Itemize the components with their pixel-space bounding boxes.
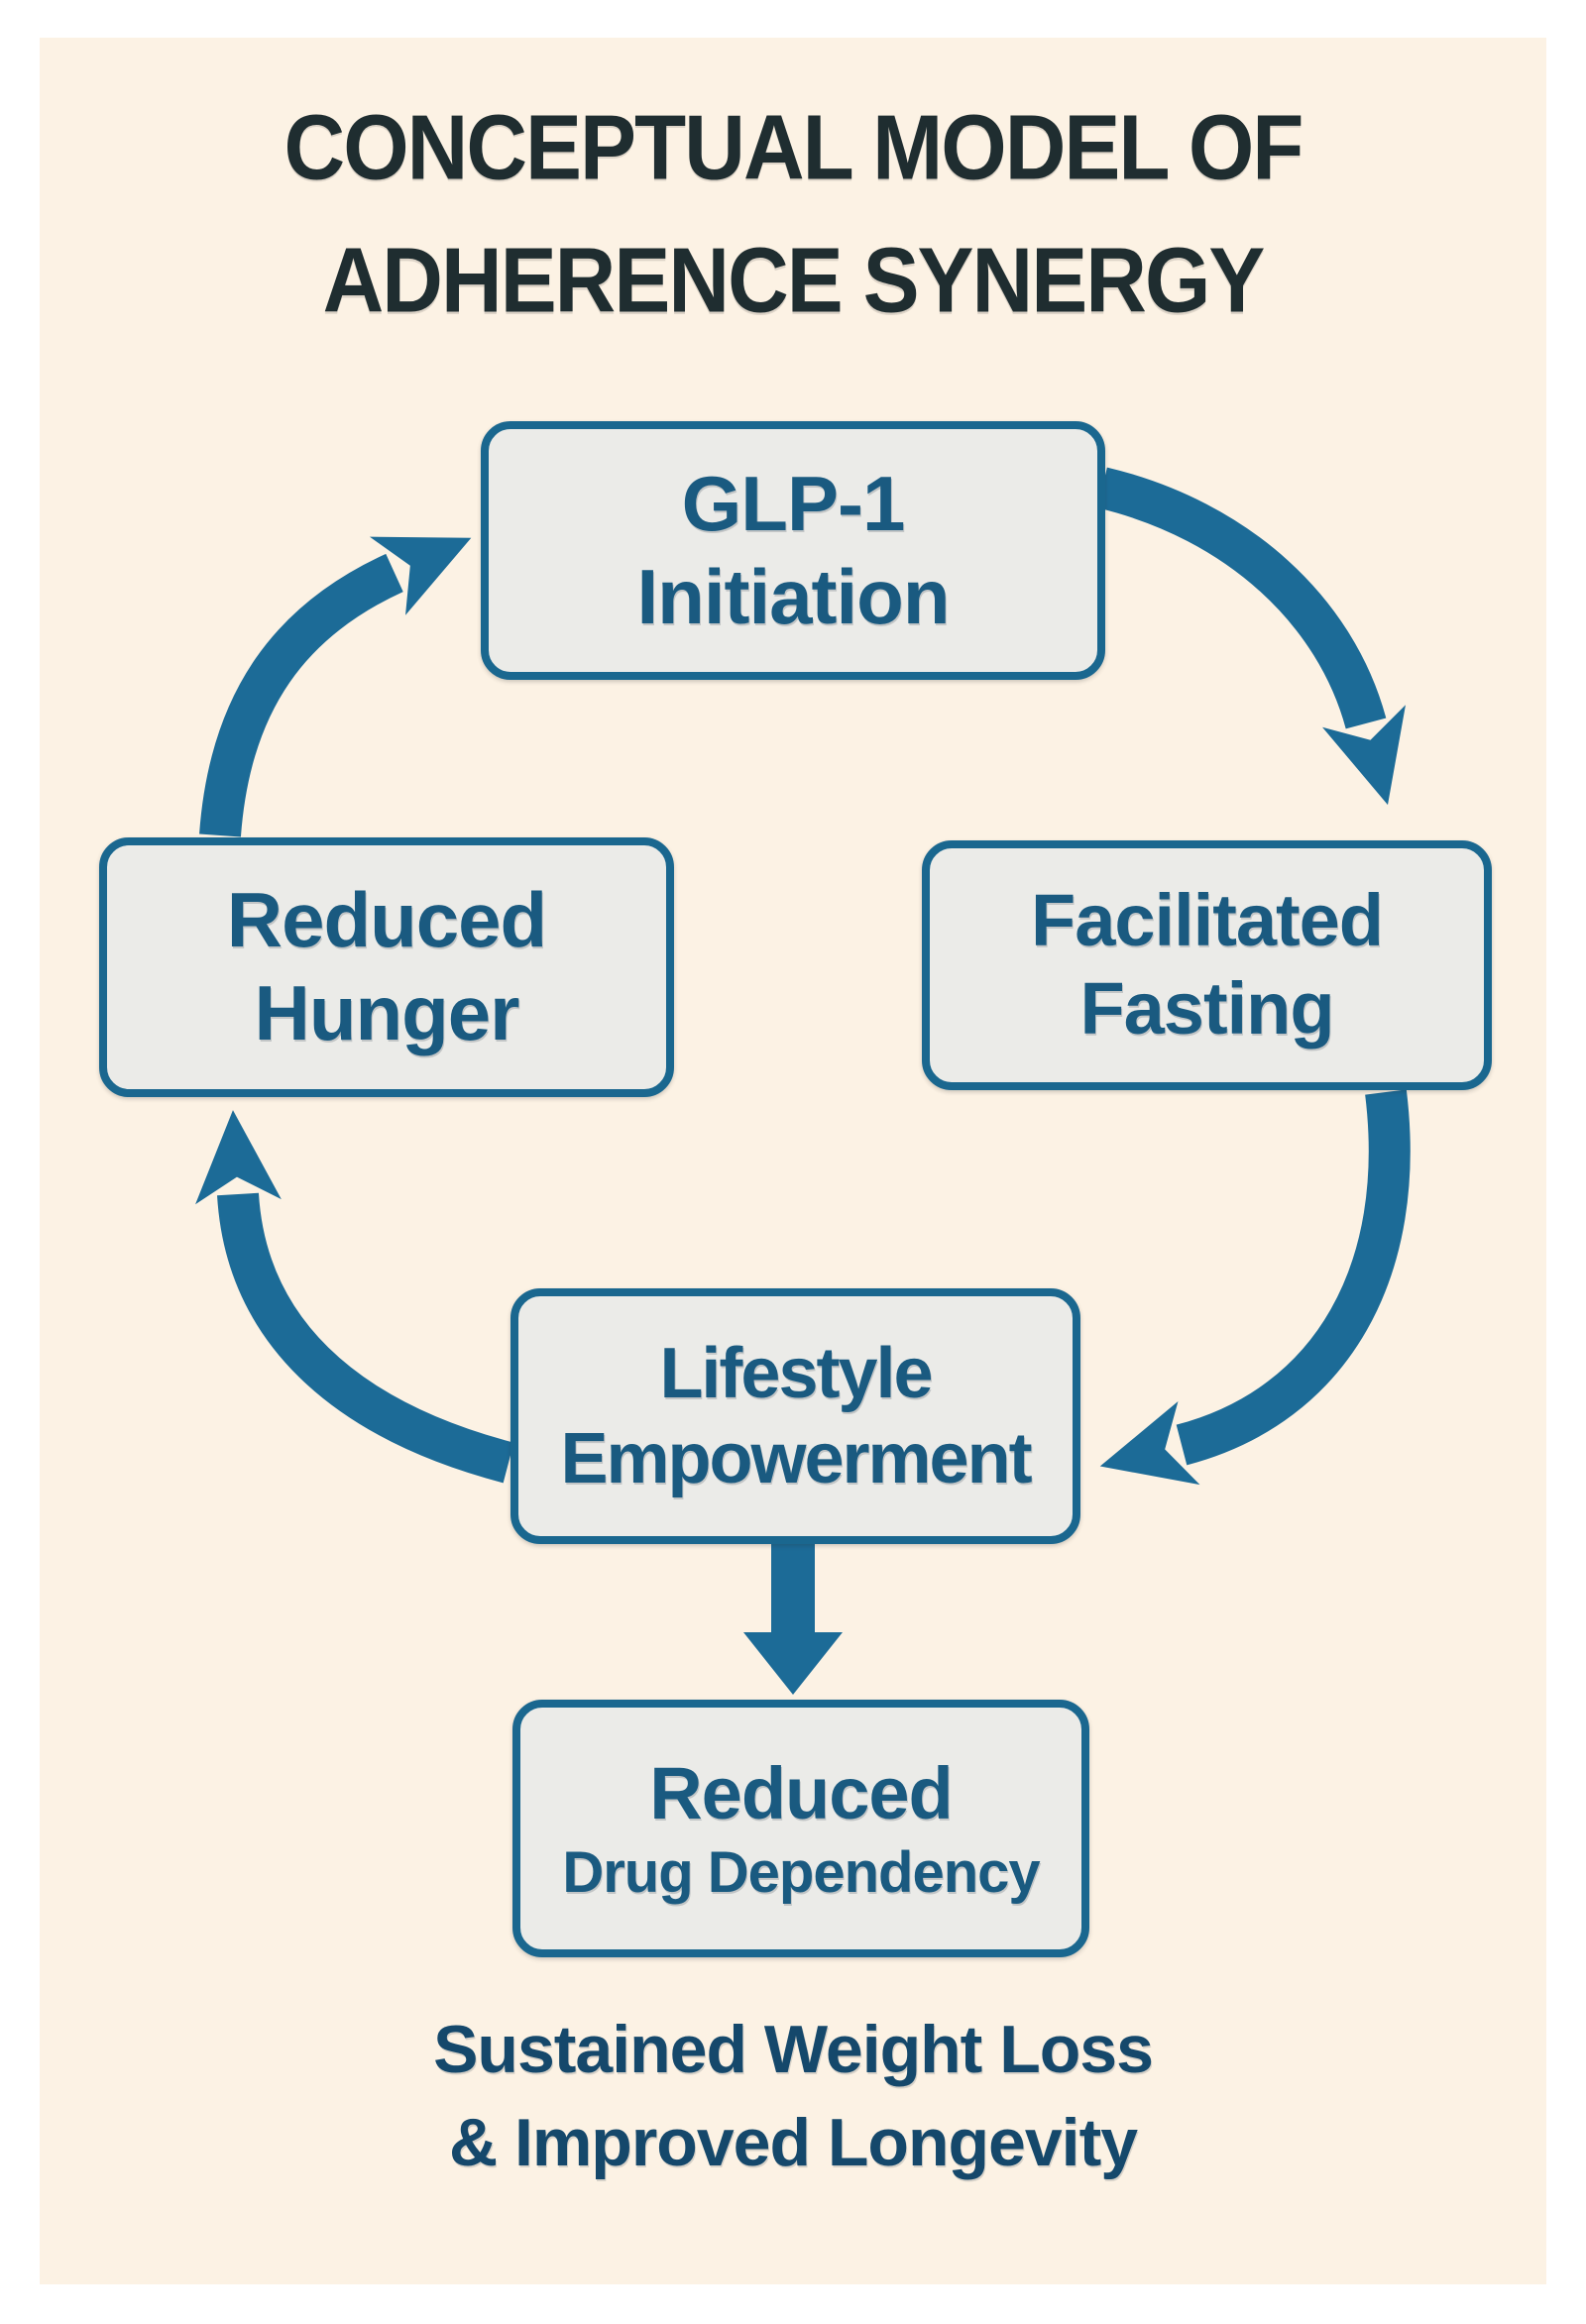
node-lifestyle-line-1: Lifestyle <box>659 1333 933 1413</box>
node-hunger-line-2: Hunger <box>254 969 520 1056</box>
node-dependency-line-1: Reduced <box>649 1751 954 1834</box>
arrow-lifestyle-to-dependency-icon <box>743 1540 843 1695</box>
node-facilitated-fasting: Facilitated Fasting <box>922 840 1492 1090</box>
node-fasting-line-2: Fasting <box>1079 967 1334 1050</box>
outcome-line-2: & Improved Longevity <box>448 2104 1138 2180</box>
node-glp1-initiation: GLP-1 Initiation <box>481 421 1105 680</box>
arrow-glp1-to-fasting-icon <box>1097 467 1406 806</box>
node-reduced-hunger: Reduced Hunger <box>99 837 674 1097</box>
node-hunger-line-1: Reduced <box>226 876 547 964</box>
node-reduced-drug-dependency: Reduced Drug Dependency <box>512 1700 1089 1957</box>
node-dependency-line-2: Drug Dependency <box>562 1839 1040 1905</box>
title-line-2: ADHERENCE SYNERGY <box>322 228 1266 332</box>
diagram-title: CONCEPTUAL MODEL OF ADHERENCE SYNERGY <box>24 81 1562 347</box>
node-lifestyle-line-2: Empowerment <box>560 1419 1032 1498</box>
title-line-1: CONCEPTUAL MODEL OF <box>283 95 1303 199</box>
arrow-lifestyle-to-hunger-icon <box>195 1110 514 1484</box>
outcome-caption: Sustained Weight Loss & Improved Longevi… <box>0 2004 1586 2190</box>
node-fasting-line-1: Facilitated <box>1031 879 1384 962</box>
node-lifestyle-empowerment: Lifestyle Empowerment <box>510 1288 1080 1544</box>
node-glp1-line-2: Initiation <box>636 552 951 640</box>
arrow-fasting-to-lifestyle-icon <box>1099 1089 1411 1486</box>
arrow-hunger-to-glp1-icon <box>199 536 472 837</box>
outcome-line-1: Sustained Weight Loss <box>433 2012 1154 2087</box>
node-glp1-line-1: GLP-1 <box>681 459 906 547</box>
